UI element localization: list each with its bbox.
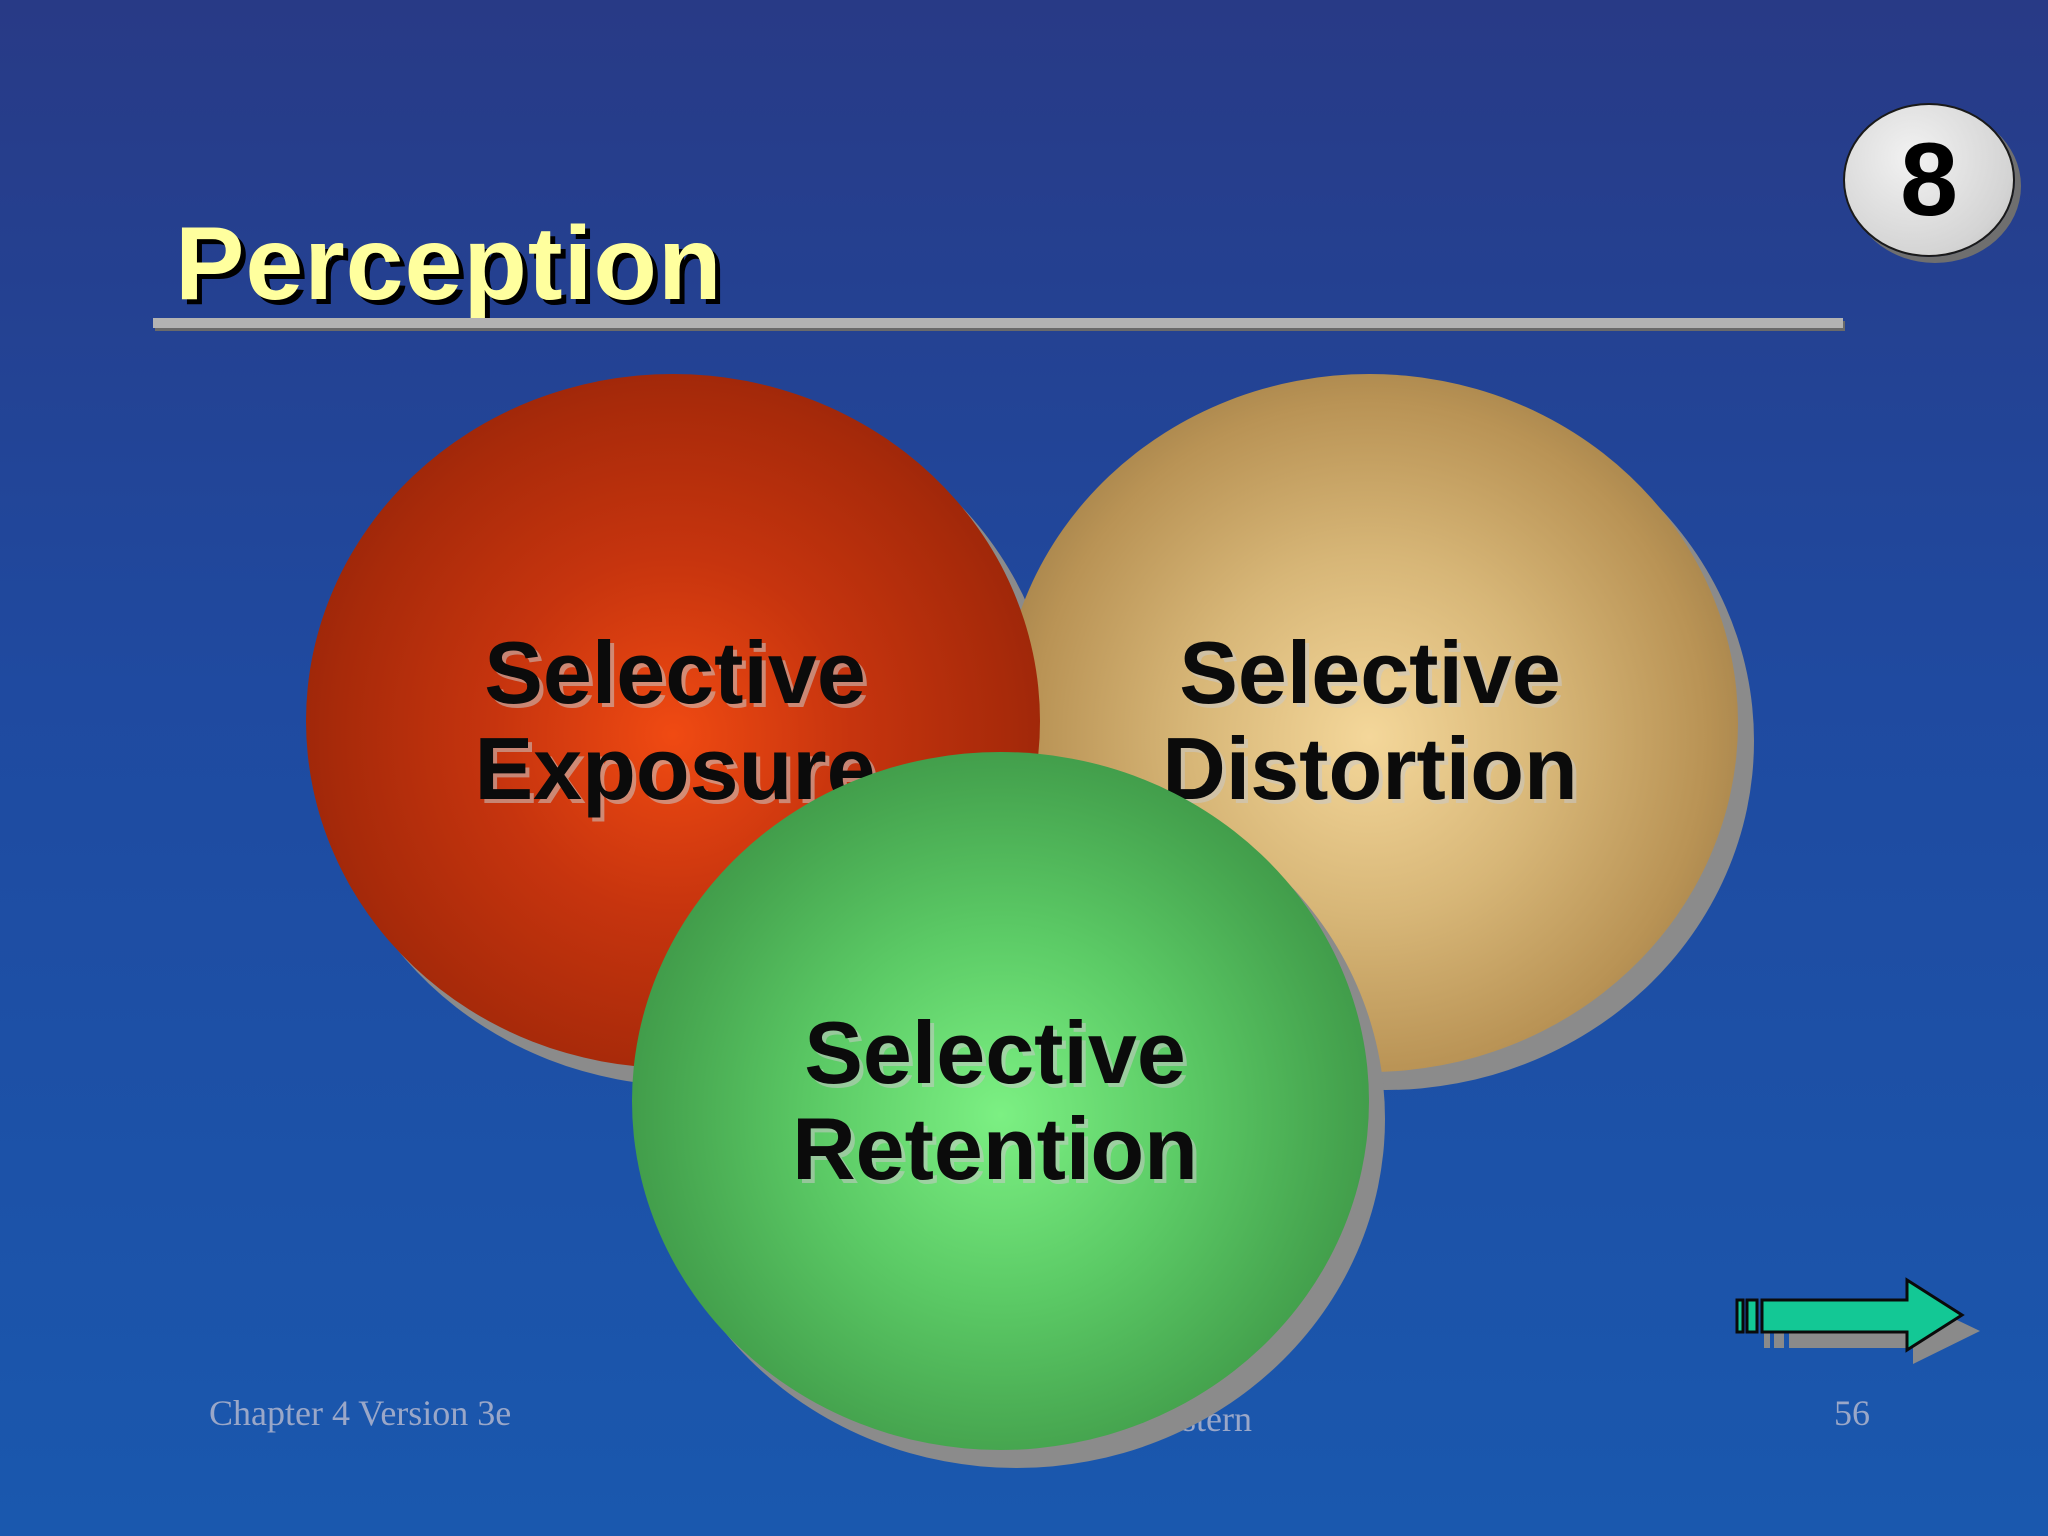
footer-chapter-text: Chapter 4 Version 3e (209, 1393, 512, 1433)
circle-selective-retention (632, 752, 1369, 1450)
footer-page-number: 56 (1834, 1393, 1870, 1433)
next-arrow-icon[interactable] (1735, 1275, 1985, 1380)
title-underline (153, 318, 1843, 328)
label-line: Selective (484, 623, 866, 722)
label-selective-retention: Selective Retention (765, 1005, 1225, 1197)
label-selective-distortion: Selective Distortion (1140, 625, 1600, 817)
label-line: Retention (792, 1099, 1198, 1198)
label-selective-exposure: Selective Exposure (445, 625, 905, 817)
label-line: Selective (1179, 623, 1561, 722)
label-line: Distortion (1162, 719, 1578, 818)
badge-number: 8 (1900, 122, 1958, 238)
slide-number-badge: 8 (1843, 103, 2015, 257)
label-line: Selective (804, 1003, 1186, 1102)
label-line: Exposure (474, 719, 876, 818)
slide-title: Perception (175, 206, 723, 322)
